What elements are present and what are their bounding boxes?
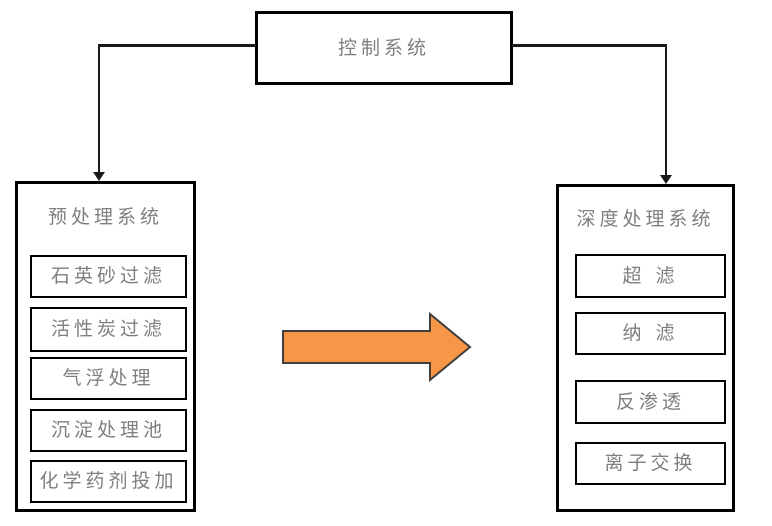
step-chemical-dosing: 化学药剂投加 (30, 460, 187, 503)
step-label: 石英砂过滤 (50, 265, 166, 287)
arrow-down-icon (660, 175, 672, 184)
step-label: 化学药剂投加 (39, 470, 178, 492)
step-label: 超 滤 (622, 264, 679, 287)
step-quartz-sand-filtration: 石英砂过滤 (30, 255, 187, 298)
control-system-box: 控制系统 (255, 11, 513, 85)
step-ion-exchange: 离子交换 (575, 442, 726, 485)
step-reverse-osmosis: 反渗透 (575, 380, 726, 424)
step-ultrafiltration: 超 滤 (575, 254, 726, 298)
step-sedimentation-tank: 沉淀处理池 (30, 409, 187, 452)
advanced-treatment-system-title: 深度处理系统 (576, 208, 715, 230)
pretreatment-system-title: 预处理系统 (47, 206, 163, 228)
connector-right-vertical (665, 44, 667, 177)
step-label: 气浮处理 (62, 367, 155, 389)
connector-left-horizontal (99, 44, 256, 47)
connector-left-vertical (98, 44, 100, 174)
step-label: 纳 滤 (622, 322, 679, 344)
step-label: 反渗透 (615, 390, 685, 413)
arrow-down-icon (93, 172, 105, 181)
step-label: 离子交换 (604, 452, 697, 474)
connector-right-horizontal (512, 44, 667, 47)
pretreatment-system-box: 预处理系统 石英砂过滤 活性炭过滤 气浮处理 沉淀处理池 化学药剂投加 (15, 181, 196, 512)
step-label: 活性炭过滤 (50, 318, 166, 340)
step-label: 沉淀处理池 (50, 419, 166, 441)
step-activated-carbon-filtration: 活性炭过滤 (30, 307, 187, 352)
flow-right-arrow-icon (282, 311, 472, 383)
control-system-label: 控制系统 (337, 36, 430, 59)
advanced-treatment-system-box: 深度处理系统 超 滤 纳 滤 反渗透 离子交换 (556, 184, 735, 512)
step-air-flotation-treatment: 气浮处理 (30, 357, 187, 400)
step-nanofiltration: 纳 滤 (575, 312, 726, 355)
